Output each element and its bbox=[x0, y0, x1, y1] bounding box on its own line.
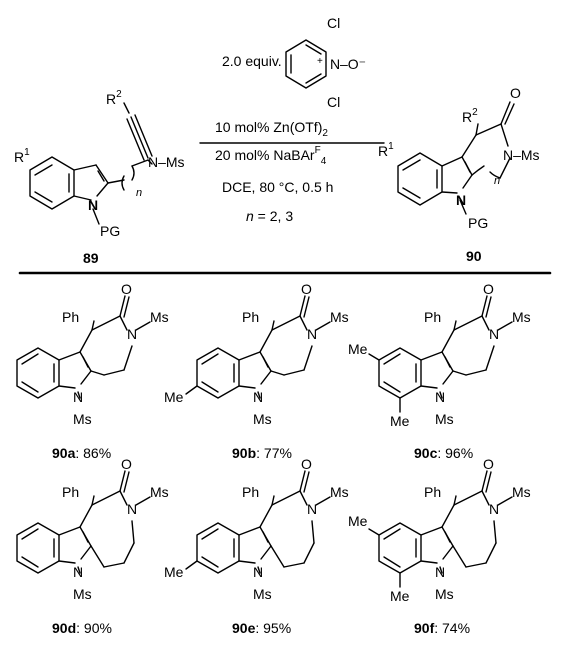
oxygen-90b: O bbox=[301, 281, 312, 297]
product-pg: PG bbox=[468, 215, 488, 231]
indole-n-90f: N bbox=[435, 564, 445, 580]
indole-n-90a: N bbox=[73, 389, 83, 405]
product-90-labels: R1 R2 O N–Ms N PG n 90 bbox=[378, 85, 540, 264]
n-oxide-n: N bbox=[330, 56, 340, 72]
substrate-r2: R2 bbox=[106, 89, 122, 107]
compound-id-90f: 90f bbox=[414, 620, 435, 636]
product-r2: R2 bbox=[462, 107, 478, 125]
yield-90e: : 95% bbox=[255, 620, 291, 636]
substrate-r1: R1 bbox=[14, 147, 30, 165]
amide-n-90c: N bbox=[489, 326, 499, 342]
cl-top: Cl bbox=[327, 15, 340, 31]
substrate-89-structure bbox=[29, 102, 153, 225]
phenyl-90e: Ph bbox=[242, 484, 259, 500]
oxygen-90f: O bbox=[483, 456, 494, 472]
product-chain-n: n bbox=[494, 175, 500, 187]
n-oxide-plus: + bbox=[317, 56, 323, 67]
amide-n-90d: N bbox=[127, 501, 137, 517]
product-r1: R1 bbox=[378, 141, 394, 159]
amide-n-90e: N bbox=[307, 501, 317, 517]
compound-id-90e: 90e bbox=[232, 620, 256, 636]
oxygen-90d: O bbox=[121, 456, 132, 472]
oxygen-90a: O bbox=[121, 281, 132, 297]
indole-ms-90f: Ms bbox=[435, 586, 454, 602]
indole-n-90b: N bbox=[253, 389, 263, 405]
amide-n-90a: N bbox=[127, 326, 137, 342]
phenyl-90a: Ph bbox=[62, 309, 79, 325]
amide-ms-90b: Ms bbox=[330, 309, 349, 325]
product-n-ms: N–Ms bbox=[503, 147, 540, 163]
amide-n-90b: N bbox=[307, 326, 317, 342]
substrate-chain-n: n bbox=[136, 187, 142, 199]
yield-90d: : 90% bbox=[76, 620, 112, 636]
pyridine-n-oxide-structure bbox=[285, 39, 327, 89]
reagent-equiv: 2.0 equiv. bbox=[222, 53, 282, 69]
phenyl-90b: Ph bbox=[242, 309, 259, 325]
methyl-bottom-90f: Me bbox=[390, 588, 410, 604]
phenyl-90c: Ph bbox=[424, 309, 441, 325]
phenyl-90f: Ph bbox=[424, 484, 441, 500]
substrate-pg: PG bbox=[100, 223, 120, 239]
yield-label-90a: 90a: 86% bbox=[52, 445, 111, 461]
amide-ms-90d: Ms bbox=[150, 484, 169, 500]
yield-90a: : 86% bbox=[75, 445, 111, 461]
yield-label-90c: 90c: 96% bbox=[414, 445, 473, 461]
yield-label-90b: 90b: 77% bbox=[232, 445, 292, 461]
compound-id-90d: 90d bbox=[52, 620, 76, 636]
indole-n-90e: N bbox=[253, 564, 263, 580]
phenyl-90d: Ph bbox=[62, 484, 79, 500]
oxygen-90e: O bbox=[301, 456, 312, 472]
yield-label-90f: 90f: 74% bbox=[414, 620, 470, 636]
product-id: 90 bbox=[466, 248, 482, 264]
yield-label-90d: 90d: 90% bbox=[52, 620, 112, 636]
compound-id-90b: 90b bbox=[232, 445, 256, 461]
product-indole-n: N bbox=[456, 192, 466, 208]
cl-bottom: Cl bbox=[327, 94, 340, 110]
indole-ms-90c: Ms bbox=[435, 411, 454, 427]
methyl-90e: Me bbox=[164, 564, 184, 580]
oxygen-90c: O bbox=[483, 281, 494, 297]
methyl-top-90f: Me bbox=[348, 513, 368, 529]
conditions-text: DCE, 80 °C, 0.5 h bbox=[222, 179, 333, 195]
indole-n-90c: N bbox=[435, 389, 445, 405]
methyl-bottom-90c: Me bbox=[390, 413, 410, 429]
additive-line: 20 mol% NaBArF4 bbox=[215, 145, 327, 167]
product-oxygen: O bbox=[510, 85, 521, 101]
compound-id-90a: 90a bbox=[52, 445, 76, 461]
substrate-id: 89 bbox=[83, 250, 99, 266]
indole-ms-90b: Ms bbox=[253, 411, 272, 427]
indole-n-90d: N bbox=[73, 564, 83, 580]
amide-ms-90a: Ms bbox=[150, 309, 169, 325]
methyl-top-90c: Me bbox=[348, 341, 368, 357]
n-oxide-o: –O⁻ bbox=[340, 56, 366, 72]
substrate-indole-n: N bbox=[88, 197, 98, 213]
yield-label-90e: 90e: 95% bbox=[232, 620, 291, 636]
indole-ms-90a: Ms bbox=[73, 411, 92, 427]
substrate-89-labels: R1 R2 N–Ms N PG n 89 bbox=[14, 89, 185, 266]
methyl-90b: Me bbox=[164, 389, 184, 405]
yield-90c: : 96% bbox=[437, 445, 473, 461]
indole-ms-90d: Ms bbox=[73, 586, 92, 602]
n-values: n = 2, 3 bbox=[246, 208, 293, 224]
amide-ms-90c: Ms bbox=[512, 309, 531, 325]
product-90-structure bbox=[397, 101, 515, 215]
amide-ms-90e: Ms bbox=[330, 484, 349, 500]
amide-n-90f: N bbox=[489, 501, 499, 517]
yield-90b: : 77% bbox=[256, 445, 292, 461]
indole-ms-90e: Ms bbox=[253, 586, 272, 602]
reaction-conditions: 2.0 equiv. Cl Cl + N –O⁻ 10 mol% Zn(OTf)… bbox=[215, 15, 366, 224]
amide-ms-90f: Ms bbox=[512, 484, 531, 500]
yield-90f: : 74% bbox=[434, 620, 470, 636]
catalyst-line: 10 mol% Zn(OTf)2 bbox=[215, 119, 328, 139]
substrate-n-ms: N–Ms bbox=[148, 154, 185, 170]
compound-id-90c: 90c bbox=[414, 445, 438, 461]
